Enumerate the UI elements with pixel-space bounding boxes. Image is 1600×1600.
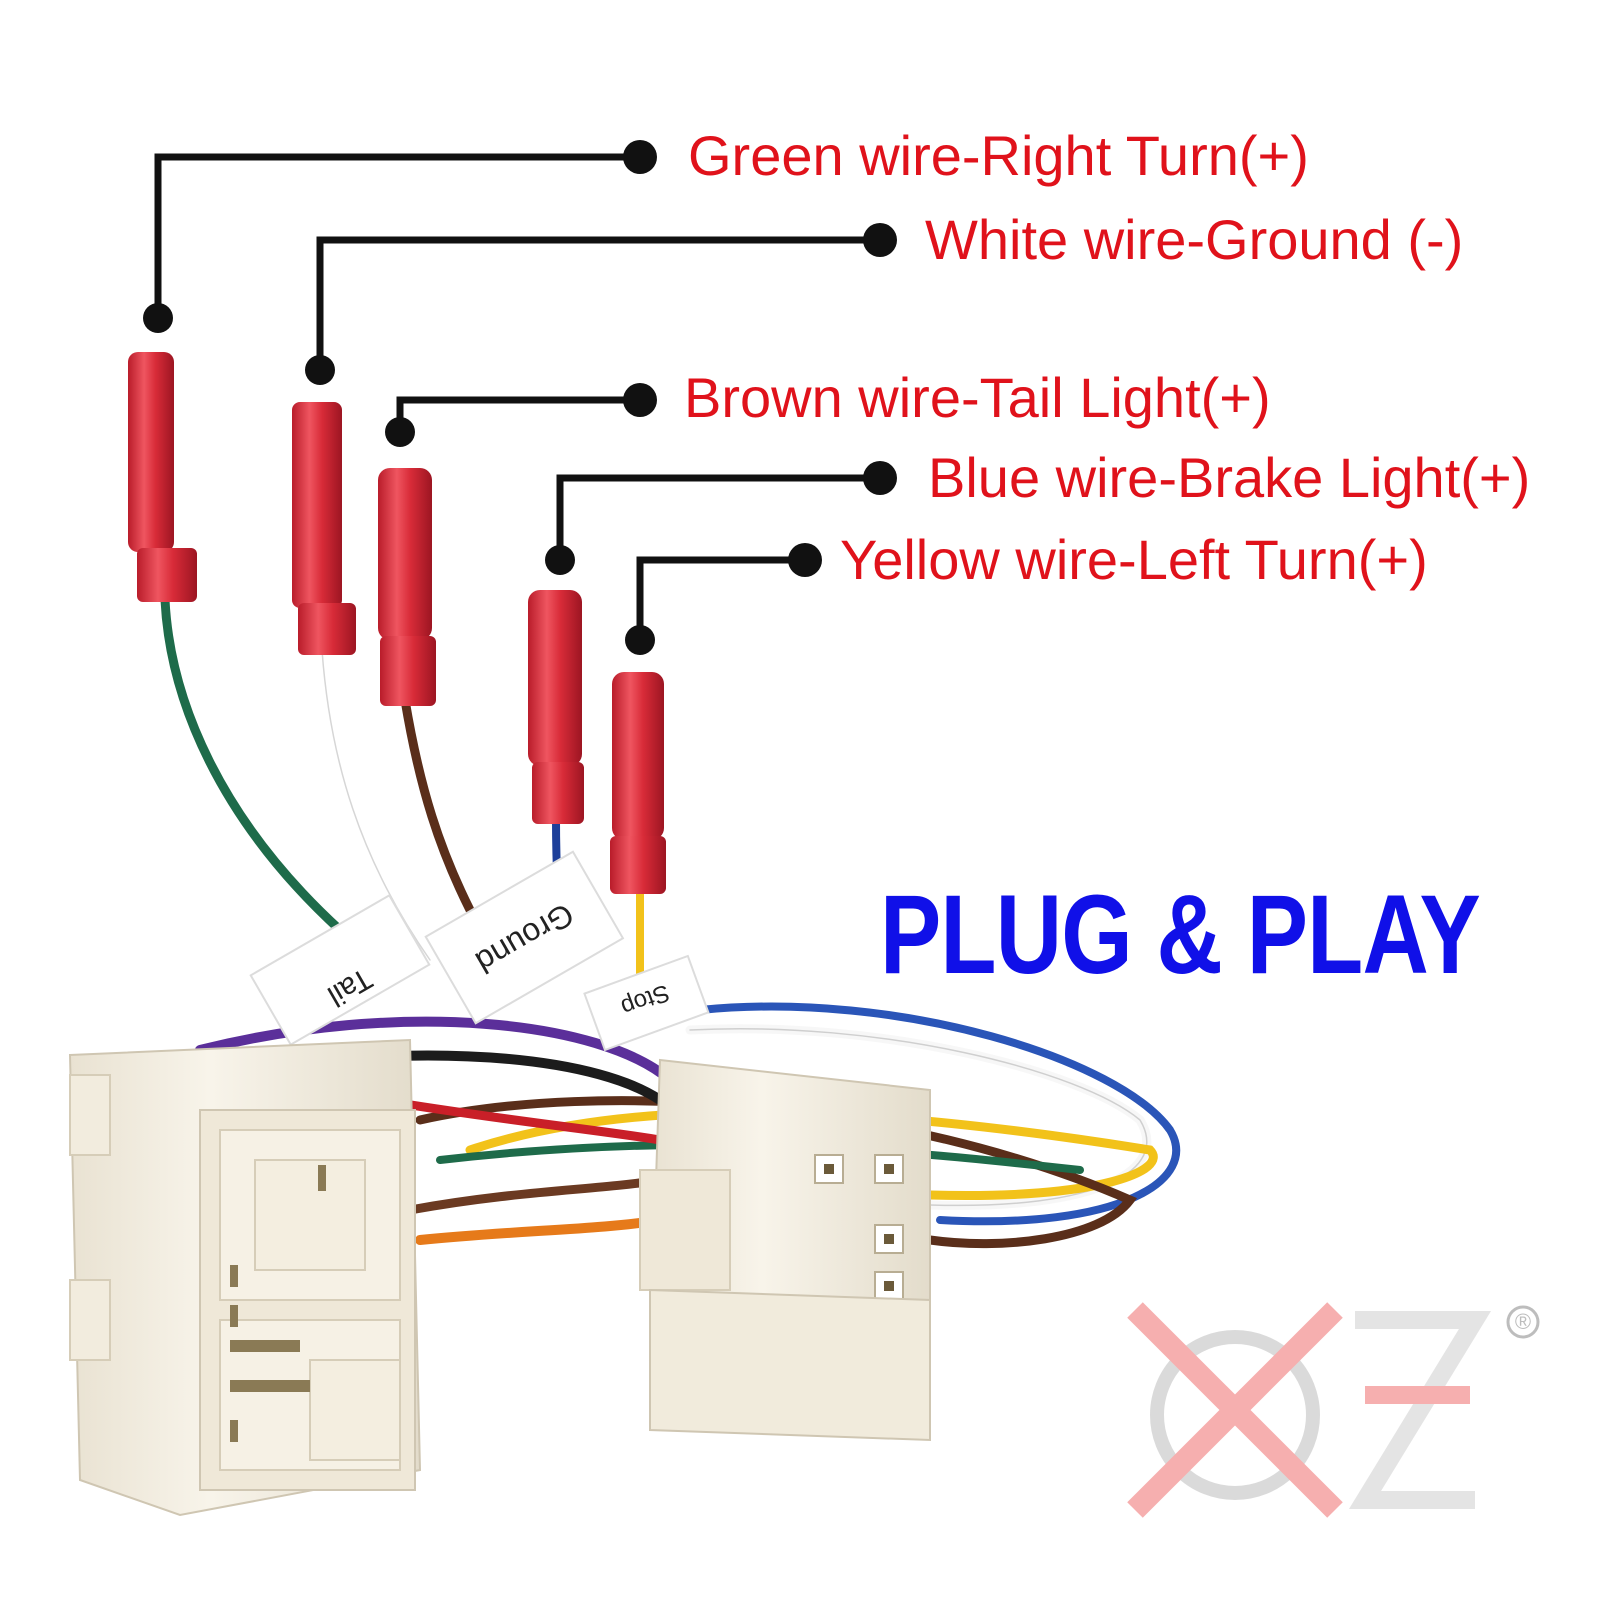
butt-connector-white [292,402,356,655]
callout-yellow-label: Yellow wire-Left Turn(+) [840,528,1428,591]
callout-dots [143,140,897,655]
leader-green [154,153,640,318]
leader-white [316,236,880,370]
butt-connector-green [128,352,197,602]
butt-connector-blue [528,590,584,824]
leader-brown [396,396,640,432]
butt-connector-brown [378,468,436,706]
butt-connectors [128,352,666,894]
registered-mark: ® [1515,1309,1531,1334]
wire-tags: Tail Ground Stop [249,850,710,1052]
tag-ground: Ground [424,850,625,1025]
leader-blue [556,474,880,560]
callout-blue-label: Blue wire-Brake Light(+) [928,446,1531,509]
leader-yellow [636,556,805,640]
callout-brown-label: Brown wire-Tail Light(+) [684,366,1271,429]
brand-logo: XZ ® [1127,1302,1540,1518]
callout-green-label: Green wire-Right Turn(+) [688,124,1309,187]
plug-and-play-headline: PLUG & PLAY [880,872,1481,997]
callout-white-label: White wire-Ground (-) [925,208,1464,271]
butt-connector-yellow [610,672,666,894]
brown-wire [400,695,475,915]
green-wire [160,595,345,935]
large-connector-housing [68,1038,422,1517]
tag-stop: Stop [583,954,710,1052]
small-connector-housing [639,1058,931,1442]
